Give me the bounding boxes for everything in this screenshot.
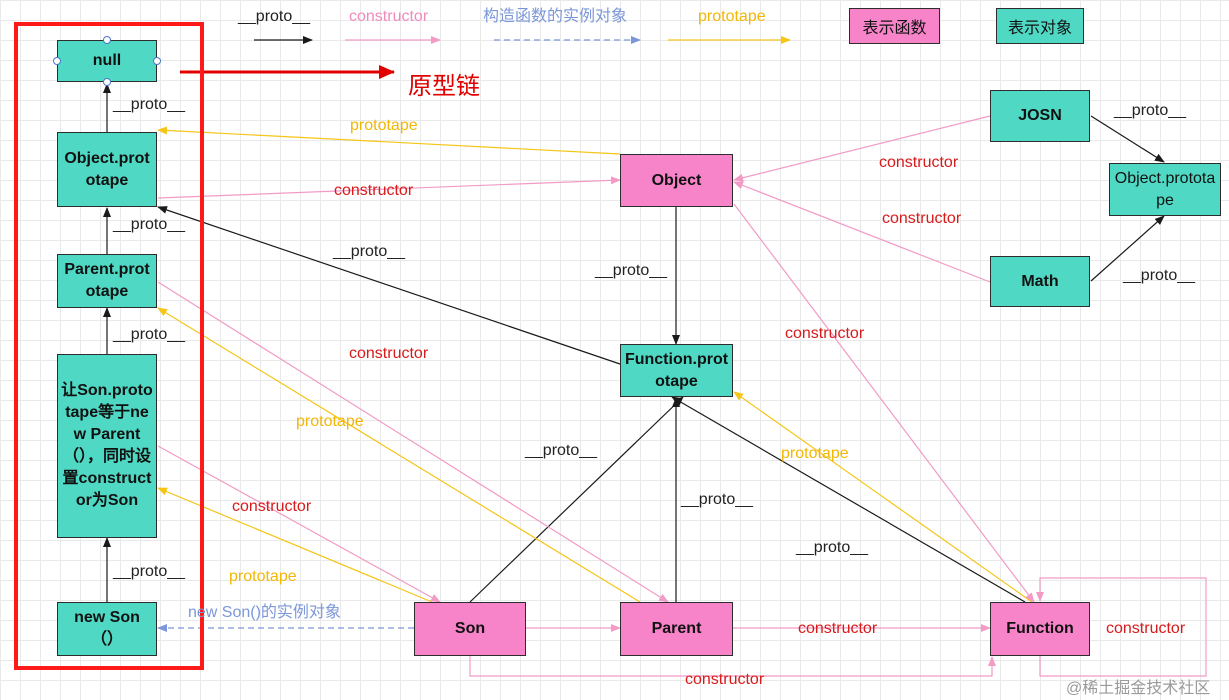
label-proto: __proto__ bbox=[796, 539, 869, 556]
node-object[interactable]: Object bbox=[620, 154, 733, 207]
label-proto: __proto__ bbox=[113, 326, 186, 343]
prototype-chain-frame bbox=[14, 22, 204, 670]
selection-handle[interactable] bbox=[103, 36, 111, 44]
edge-object-prototape bbox=[157, 126, 621, 155]
node-parent[interactable]: Parent bbox=[620, 602, 733, 656]
node-new-son[interactable]: new Son（） bbox=[57, 602, 157, 656]
edge-parentproto-parent-constructor bbox=[157, 281, 669, 603]
edge-function-prototape bbox=[733, 391, 1033, 603]
node-function-prototype[interactable]: Function.prototape bbox=[620, 344, 733, 397]
label-proto: __proto__ bbox=[525, 442, 598, 459]
node-son-prototype[interactable]: 让Son.prototape等于new Parent（），同时设置constru… bbox=[57, 354, 157, 538]
label-prototape: prototape bbox=[229, 568, 297, 585]
label-prototape: prototape bbox=[296, 413, 364, 430]
label-proto: __proto__ bbox=[113, 563, 186, 580]
edge-math-object-constructor bbox=[733, 181, 991, 283]
node-son[interactable]: Son bbox=[414, 602, 526, 656]
edge-josn-objproto-right bbox=[1090, 115, 1165, 163]
node-object-prototype[interactable]: Object.prototape bbox=[57, 132, 157, 207]
node-math[interactable]: Math bbox=[990, 256, 1090, 307]
label-proto: __proto__ bbox=[681, 491, 754, 508]
label-constructor: constructor bbox=[879, 154, 959, 171]
node-function[interactable]: Function bbox=[990, 602, 1090, 656]
node-object-prototype-right[interactable]: Object.prototape bbox=[1109, 163, 1221, 216]
selection-handle[interactable] bbox=[103, 78, 111, 86]
prototype-chain-label: 原型链 bbox=[408, 72, 480, 100]
selection-handle[interactable] bbox=[53, 57, 61, 65]
edge-sonproto-son-constructor bbox=[157, 445, 441, 603]
label-constructor: constructor bbox=[232, 498, 312, 515]
edge-function-self-constructor bbox=[1036, 577, 1207, 677]
node-parent-prototype[interactable]: Parent.prototape bbox=[57, 254, 157, 308]
label-proto: __proto__ bbox=[113, 96, 186, 113]
legend-proto-text: __proto__ bbox=[238, 8, 311, 25]
edge-funcproto-objproto bbox=[157, 206, 621, 365]
legend-object-box: 表示对象 bbox=[996, 8, 1084, 44]
edge-objproto-object-constructor bbox=[157, 176, 621, 199]
label-constructor: constructor bbox=[685, 671, 765, 688]
edge-son-function-constructor bbox=[469, 656, 996, 677]
label-prototape: prototape bbox=[781, 445, 849, 462]
edge-function-funcproto bbox=[671, 396, 1026, 603]
label-proto: __proto__ bbox=[333, 243, 406, 260]
label-proto: __proto__ bbox=[1123, 267, 1196, 284]
label-constructor: constructor bbox=[798, 620, 878, 637]
legend-instance-text: 构造函数的实例对象 bbox=[483, 8, 628, 25]
legend-function-box: 表示函数 bbox=[849, 8, 940, 44]
legend-prototape-text: prototape bbox=[698, 8, 766, 25]
label-prototape: prototape bbox=[350, 117, 418, 134]
node-josn[interactable]: JOSN bbox=[990, 90, 1090, 142]
edge-son-funcproto bbox=[469, 396, 684, 603]
edge-math-objproto-right bbox=[1090, 215, 1165, 282]
label-proto: __proto__ bbox=[595, 262, 668, 279]
selection-handle[interactable] bbox=[153, 57, 161, 65]
label-constructor: constructor bbox=[882, 210, 962, 227]
node-null[interactable]: null bbox=[57, 40, 157, 82]
legend-constructor-text: constructor bbox=[349, 8, 429, 25]
label-constructor: constructor bbox=[334, 182, 414, 199]
label-constructor: constructor bbox=[1106, 620, 1186, 637]
edge-josn-object-constructor bbox=[733, 115, 991, 182]
edge-object-function-constructor bbox=[733, 203, 1035, 603]
label-constructor: constructor bbox=[785, 325, 865, 342]
label-proto: __proto__ bbox=[113, 216, 186, 233]
label-constructor: constructor bbox=[349, 345, 429, 362]
label-new-son-instance: new Son()的实例对象 bbox=[188, 604, 341, 621]
edge-parent-prototape bbox=[157, 307, 641, 603]
watermark: @稀土掘金技术社区 bbox=[1066, 680, 1211, 697]
label-proto: __proto__ bbox=[1114, 102, 1187, 119]
